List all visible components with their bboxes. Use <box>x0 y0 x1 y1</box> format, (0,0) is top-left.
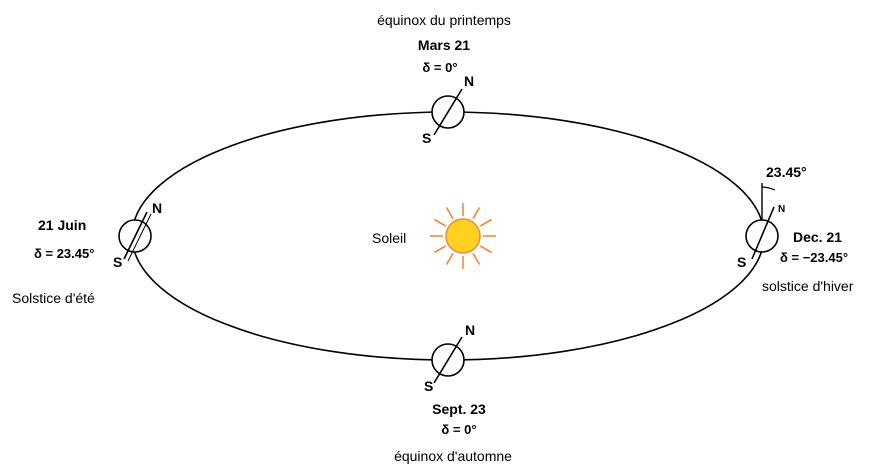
sun-ray <box>434 245 447 254</box>
sun-ray <box>445 207 454 220</box>
earth-summer-solstice: N S <box>113 200 162 270</box>
spring-equinox-declination: δ = 0° <box>422 60 457 75</box>
sun-ray <box>472 207 481 220</box>
north-label: N <box>152 200 162 216</box>
summer-solstice-name: Solstice d'été <box>12 290 95 306</box>
sun-ray <box>472 252 481 265</box>
earth-winter-solstice: N S <box>737 183 785 270</box>
sun-icon <box>430 203 496 269</box>
earth-axis-double <box>127 213 152 262</box>
winter-solstice-name: solstice d'hiver <box>762 278 854 294</box>
winter-solstice-declination: δ = −23.45° <box>780 250 848 265</box>
sun-ray <box>479 218 492 227</box>
earth-axis <box>751 206 775 260</box>
sun-rays <box>430 203 496 269</box>
autumn-equinox-date: Sept. 23 <box>432 401 486 417</box>
spring-equinox-name: équinox du printemps <box>377 12 511 28</box>
winter-solstice-date: Dec. 21 <box>793 229 842 245</box>
south-label: S <box>113 254 122 270</box>
south-label: S <box>424 378 433 394</box>
sun-ray <box>445 252 454 265</box>
earth-axis <box>123 211 148 260</box>
earth-autumn-equinox: N S <box>424 322 475 394</box>
spring-equinox-date: Mars 21 <box>418 37 470 53</box>
sun-ray <box>434 218 447 227</box>
summer-solstice-declination: δ = 23.45° <box>34 246 94 261</box>
tilt-angle-arc <box>761 186 776 191</box>
north-label: N <box>778 204 785 215</box>
south-label: S <box>422 130 431 146</box>
tilt-angle-label: 23.45° <box>766 164 807 180</box>
earth-spring-equinox: N S <box>422 73 474 146</box>
autumn-equinox-declination: δ = 0° <box>441 422 476 437</box>
north-label: N <box>465 322 475 338</box>
north-label: N <box>464 73 474 89</box>
earth-axis <box>433 336 463 384</box>
autumn-equinox-name: équinox d'automne <box>394 448 512 464</box>
earth-axis <box>433 88 463 136</box>
sun-disc <box>445 218 481 254</box>
south-label: S <box>737 254 746 270</box>
summer-solstice-date: 21 Juin <box>38 217 86 233</box>
sun-label: Soleil <box>372 230 406 246</box>
sun-ray <box>479 245 492 254</box>
